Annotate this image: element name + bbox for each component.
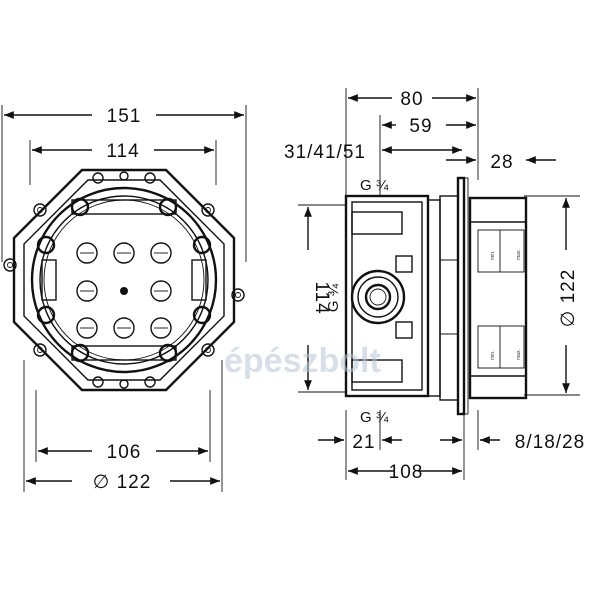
dim-114-label: 114 <box>106 141 139 162</box>
dim-28-label: 28 <box>490 152 513 173</box>
side-view: 80 59 31/41/51 28 114 ∅ 122 21 108 8/18/… <box>284 88 585 483</box>
dim-151-label: 151 <box>107 106 142 127</box>
ring-ribs <box>36 197 212 363</box>
dim-122-label: ∅ 122 <box>93 472 152 493</box>
max-label-top: max. <box>516 249 522 260</box>
thread-side-label: G ¾ <box>325 283 342 312</box>
dim-80-label: 80 <box>400 89 423 110</box>
hole-grid <box>76 242 172 339</box>
thread-top-label: G ¾ <box>360 177 389 194</box>
dim-21-label: 21 <box>352 432 375 453</box>
min-label-bottom: min. <box>490 351 496 360</box>
dim-114-vlabel: 114 <box>311 281 332 314</box>
mounting-box-front <box>3 168 245 392</box>
mounting-ears <box>3 171 245 389</box>
max-label-bottom: max. <box>516 349 522 360</box>
mounting-box-side: min. max. min. max. <box>344 176 528 416</box>
dim-108-label: 108 <box>389 462 424 483</box>
watermark: épészbolt <box>224 342 381 380</box>
dim-122-vlabel: ∅ 122 <box>558 269 579 328</box>
min-label-top: min. <box>490 251 496 260</box>
thread-bottom-label: G ¾ <box>360 409 389 426</box>
dim-31-41-51-label: 31/41/51 <box>284 142 366 163</box>
dim-106-label: 106 <box>107 442 142 463</box>
front-view: 151 114 106 ∅ 122 <box>1 105 247 493</box>
dim-8-18-28-label: 8/18/28 <box>515 432 585 453</box>
dim-59-label: 59 <box>409 116 432 137</box>
